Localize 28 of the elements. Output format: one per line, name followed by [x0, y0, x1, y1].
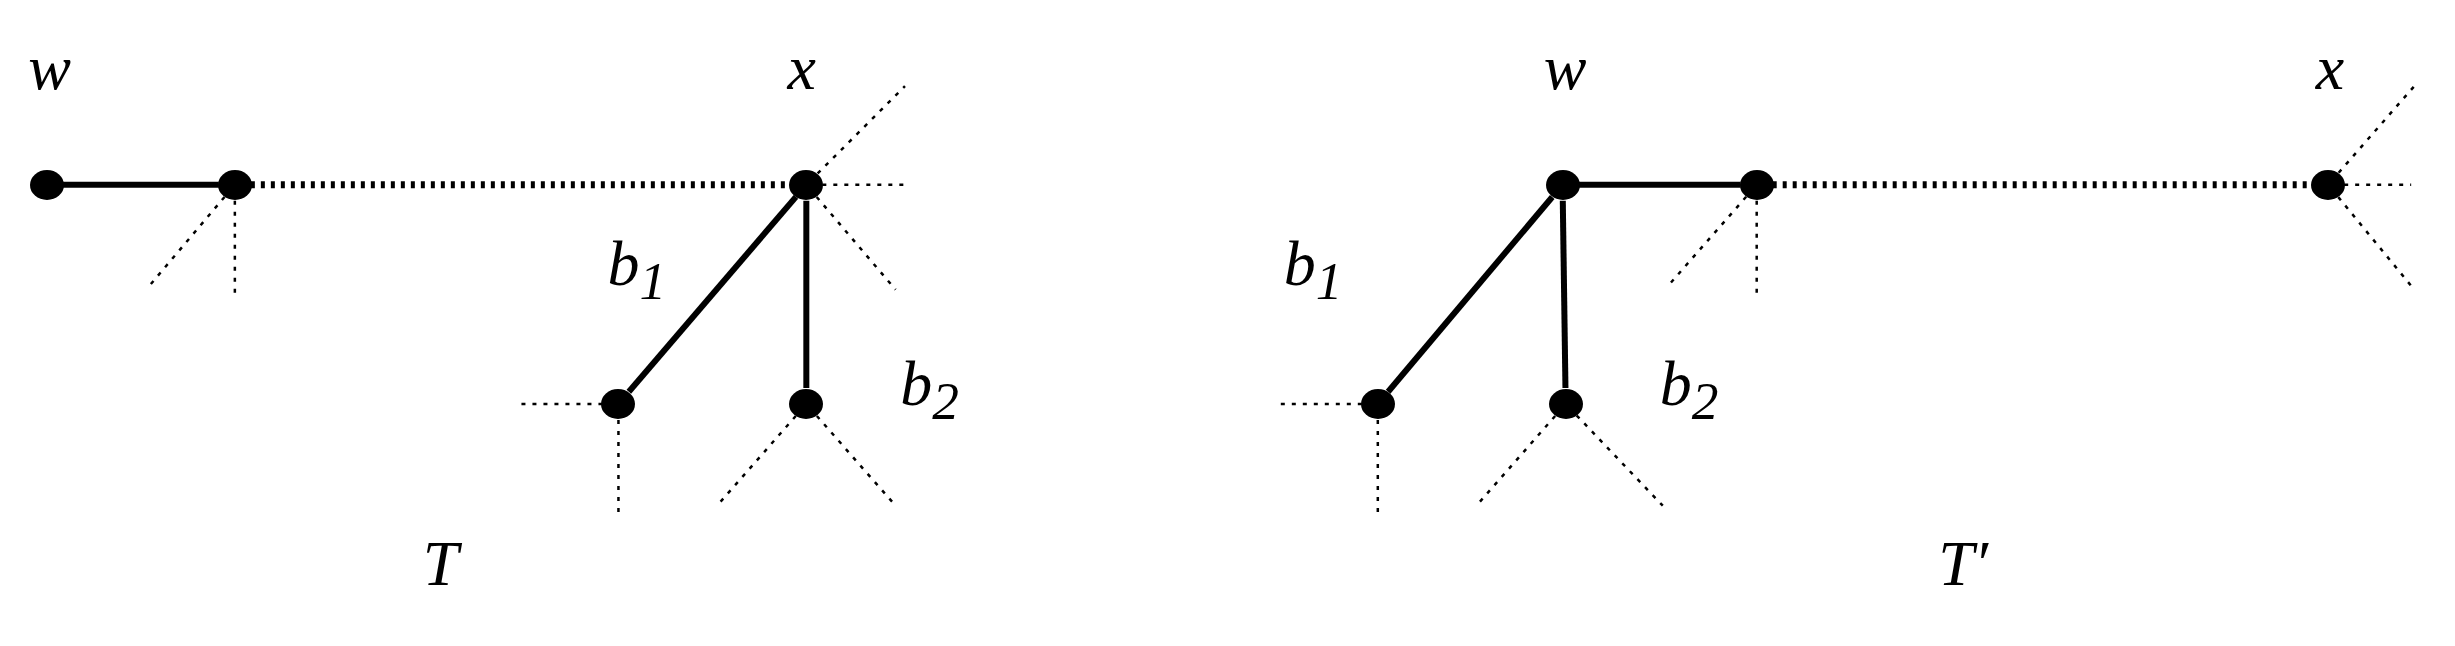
dotted-edge [1755, 200, 1758, 295]
edge-label: b$_{1}$ [1283, 231, 1343, 308]
vertex-label: x [787, 36, 816, 100]
tree-label: T′ [1938, 532, 1988, 597]
dotted-edge [1376, 419, 1380, 514]
edge-line [626, 194, 799, 394]
edge-line [1578, 181, 1741, 188]
edge-line [803, 200, 810, 388]
edge-label: b$_{2}$ [900, 352, 959, 429]
vertex-label: w [28, 36, 71, 100]
vertex-label: x [2315, 36, 2345, 100]
edge-line [62, 181, 219, 188]
dotted-edge [1575, 414, 1664, 507]
dotted-edge [2337, 85, 2416, 174]
dotted-edge [2344, 183, 2412, 186]
dotted-edge [815, 196, 897, 291]
edge-label: b$_{1}$ [607, 231, 667, 308]
edge-label: b$_{2}$ [1659, 352, 1719, 429]
dotted-edge [816, 85, 906, 175]
dotted-edge [822, 183, 905, 186]
vertex-label: w [1543, 36, 1587, 100]
dotted-edge [233, 200, 237, 295]
edge-line [1559, 200, 1569, 388]
dotted-edge [147, 196, 226, 288]
dotted-edge [617, 419, 620, 514]
edge-line [1385, 195, 1555, 394]
dotted-edge [1280, 402, 1362, 406]
dotted-edge [521, 402, 603, 406]
